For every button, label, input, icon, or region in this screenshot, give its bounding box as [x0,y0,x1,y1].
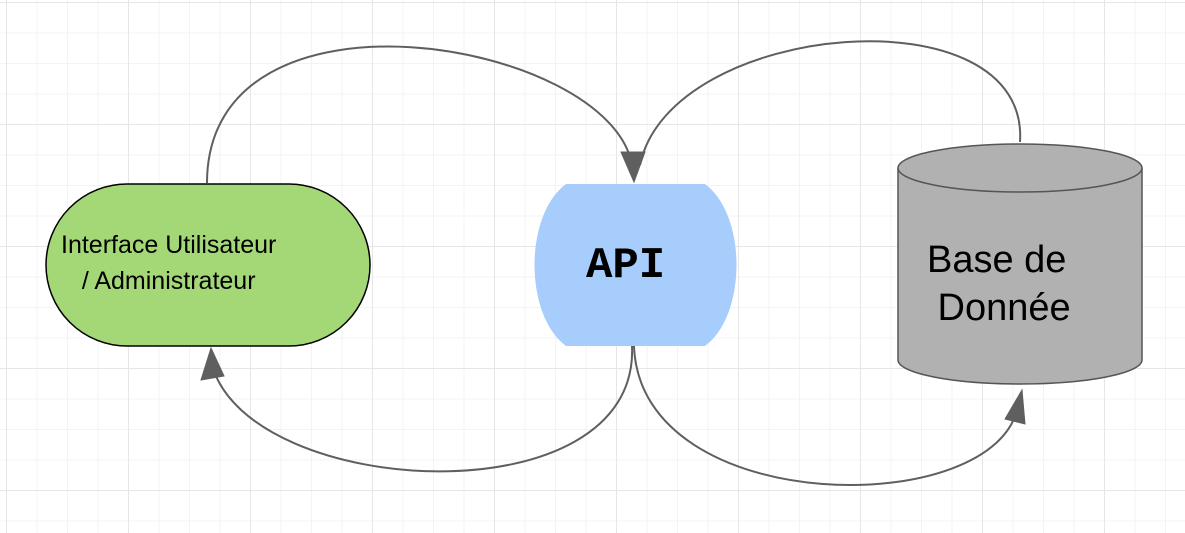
node-api-label: API [586,241,666,291]
edge-ui-to-api [206,45,633,184]
node-db-shape [897,143,1143,385]
edge-db-to-api [639,40,1022,166]
node-ui-shape [45,183,371,347]
arrowhead-into-api-left [620,151,646,184]
node-ui-label: Interface Utilisateur / Administrateur [61,231,277,295]
arrowhead-into-ui [200,346,225,381]
arrowhead-into-db [1004,388,1026,425]
node-api-shape [534,184,737,346]
edge-api-to-ui [211,345,634,473]
edge-api-to-db [633,345,1019,486]
node-db-label: Base de Donnée [927,239,1071,329]
